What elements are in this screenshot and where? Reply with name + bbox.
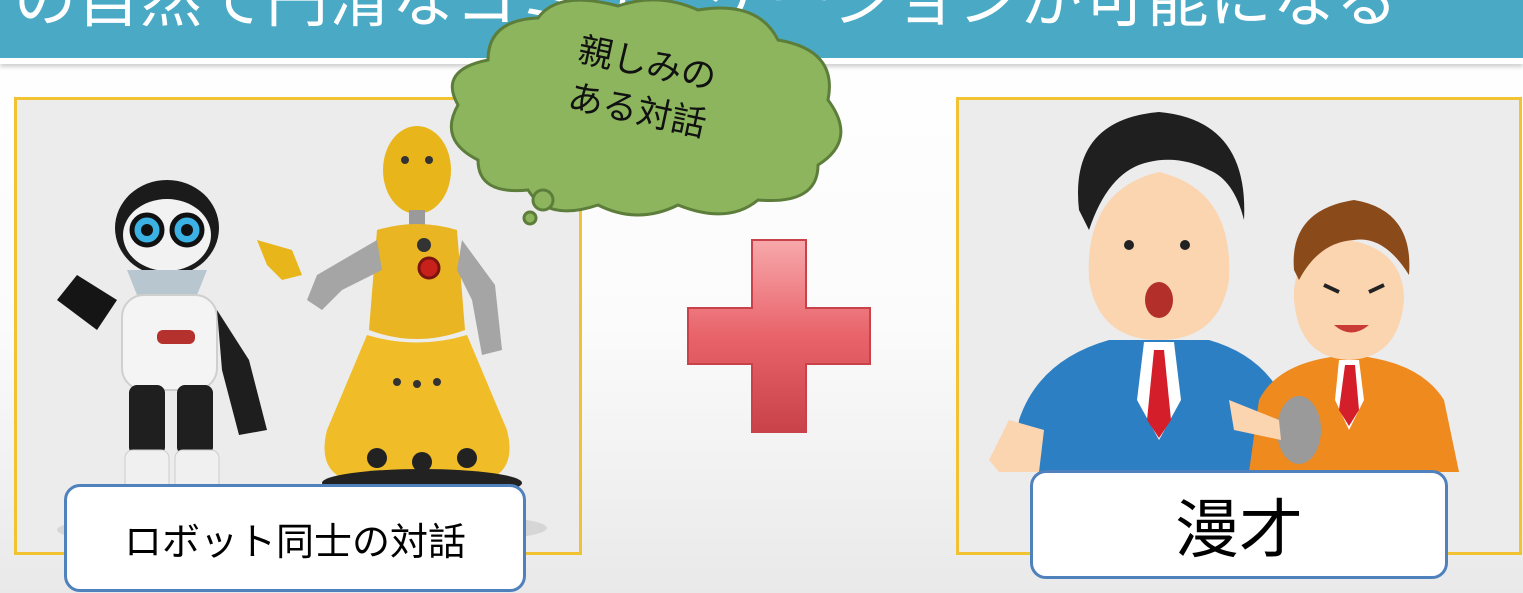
robot-dialogue-label: ロボット同士の対話 xyxy=(64,484,526,592)
comedians-illustration xyxy=(989,112,1459,472)
plus-icon xyxy=(687,239,871,433)
manzai-label: 漫才 xyxy=(1030,470,1448,579)
speech-cloud xyxy=(449,0,843,226)
